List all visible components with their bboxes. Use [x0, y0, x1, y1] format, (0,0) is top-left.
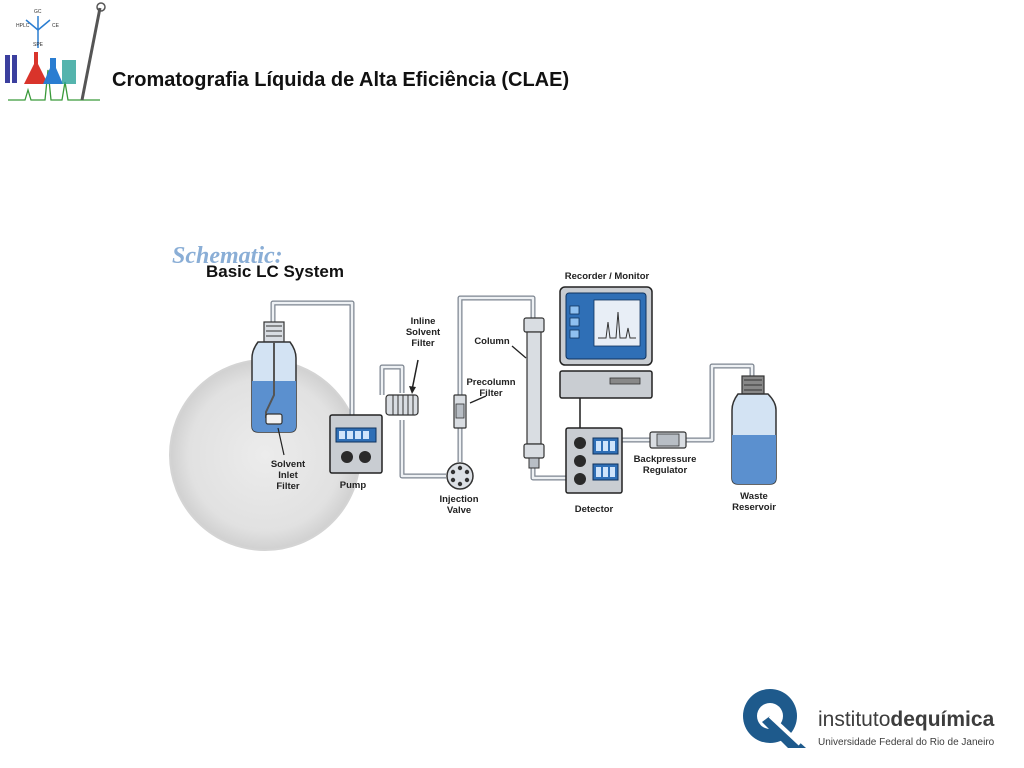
label-waste-1: Waste — [740, 491, 768, 502]
detector — [565, 427, 623, 494]
precolumn-filter — [453, 394, 487, 429]
waste-reservoir — [731, 375, 777, 485]
label-injection-valve-2: Valve — [447, 505, 471, 516]
institution-name-light: instituto — [818, 708, 890, 731]
label-precolumn-filter-2: Filter — [479, 388, 503, 399]
tubing — [270, 295, 755, 481]
label-waste-2: Reservoir — [732, 502, 776, 513]
label-backpressure-1: Backpressure — [634, 454, 697, 465]
lc-system-diagram: Schematic: Basic LC System — [169, 243, 777, 551]
institution-subtitle: Universidade Federal do Rio de Janeiro — [818, 737, 995, 748]
slide-title: Cromatografia Líquida de Alta Eficiência… — [112, 69, 570, 91]
backpressure-regulator — [649, 431, 687, 449]
logo-tag-gc: GC — [34, 9, 42, 15]
diagram-heading-script: Schematic: — [172, 243, 283, 269]
pump — [329, 414, 383, 474]
solvent-bottle — [251, 321, 297, 433]
label-precolumn-filter-1: Precolumn — [466, 377, 515, 388]
label-solvent-filter-1: Solvent — [271, 459, 306, 470]
svg-text:institutodequímica: institutodequímica — [818, 708, 995, 731]
inline-filter — [385, 359, 419, 416]
label-recorder: Recorder / Monitor — [565, 271, 650, 282]
label-inline-filter-2: Solvent — [406, 327, 441, 338]
institution-name-quimica: química — [915, 708, 995, 731]
column — [511, 317, 545, 469]
label-inline-filter-3: Filter — [411, 338, 435, 349]
q-mark-icon — [743, 689, 806, 748]
chemistry-logo: HPLC GC CE SPE — [0, 0, 110, 115]
label-inline-filter-1: Inline — [411, 316, 436, 327]
logo-tag-hplc: HPLC — [16, 23, 30, 29]
diagram-heading: Basic LC System — [206, 262, 344, 281]
logo-tag-spe: SPE — [33, 42, 44, 48]
label-backpressure-2: Regulator — [643, 465, 688, 476]
instituto-de-quimica-logo: institutodequímica Universidade Federal … — [743, 689, 995, 748]
recorder-monitor — [559, 286, 653, 399]
label-injection-valve-1: Injection — [439, 494, 478, 505]
label-pump: Pump — [340, 480, 367, 491]
injection-valve — [446, 462, 474, 490]
label-solvent-filter-2: Inlet — [278, 470, 298, 481]
label-detector: Detector — [575, 504, 614, 515]
institution-name-de: de — [890, 708, 915, 731]
logo-tag-ce: CE — [52, 23, 60, 29]
label-column: Column — [474, 336, 510, 347]
label-solvent-filter-3: Filter — [276, 481, 300, 492]
